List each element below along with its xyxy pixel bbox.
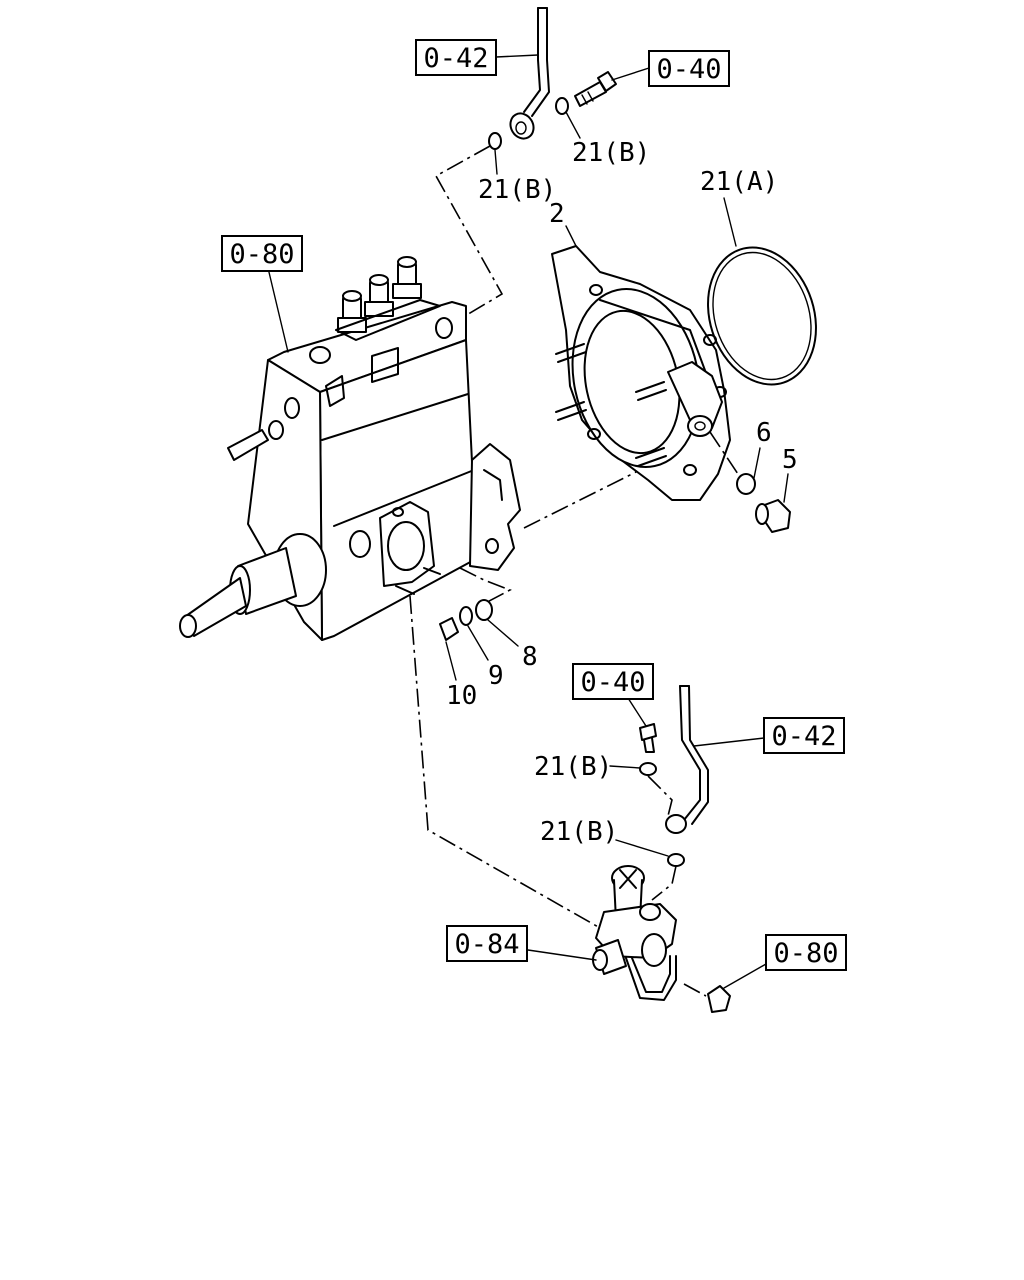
leader-21b-b bbox=[565, 111, 581, 139]
assembly-line-nut bbox=[683, 983, 707, 997]
feed-pump bbox=[592, 865, 677, 1001]
callout-21b-c: 21(B) bbox=[534, 752, 612, 782]
callout-10: 10 bbox=[446, 681, 477, 711]
leader-8 bbox=[487, 619, 519, 647]
ref-label-lower-pipe: 0-42 bbox=[771, 721, 836, 752]
injection-pump bbox=[179, 256, 521, 641]
callout-2: 2 bbox=[549, 199, 565, 229]
washer-6 bbox=[736, 473, 756, 495]
washer-21b-top-right bbox=[555, 97, 569, 115]
leader-21b-a bbox=[494, 149, 498, 175]
washer-21b-top-left bbox=[488, 132, 502, 150]
leader-21a bbox=[723, 197, 737, 247]
leader-10 bbox=[445, 641, 457, 681]
leader-feed-pump bbox=[527, 949, 597, 961]
ref-box-pump: 0-80 bbox=[221, 235, 303, 272]
o-ring-21a bbox=[707, 246, 817, 386]
ref-label-pump: 0-80 bbox=[229, 239, 294, 270]
ref-box-top-pipe: 0-42 bbox=[415, 39, 497, 76]
plug-bolt-5 bbox=[755, 499, 791, 533]
leader-lower-bolt bbox=[627, 697, 647, 727]
ref-box-lower-bolt: 0-40 bbox=[572, 663, 654, 700]
timer-adapter-plate bbox=[551, 245, 731, 501]
ref-label-nut: 0-80 bbox=[773, 938, 838, 969]
assembly-line-feed-pump bbox=[409, 595, 601, 929]
ref-box-feed-pump: 0-84 bbox=[446, 925, 528, 962]
ref-box-top-bolt: 0-40 bbox=[648, 50, 730, 87]
callout-9: 9 bbox=[488, 661, 504, 691]
assembly-line-lower-2 bbox=[651, 865, 677, 901]
callout-5: 5 bbox=[782, 445, 798, 475]
ref-label-top-pipe: 0-42 bbox=[423, 43, 488, 74]
leader-21b-d bbox=[615, 839, 669, 857]
washer-21b-lower-1 bbox=[639, 762, 657, 776]
callout-21b-d: 21(B) bbox=[540, 817, 618, 847]
callout-6: 6 bbox=[756, 418, 772, 448]
ref-label-top-bolt: 0-40 bbox=[656, 54, 721, 85]
leader-21b-c bbox=[609, 765, 641, 769]
washer-21b-lower-2 bbox=[667, 853, 685, 867]
assembly-line-studs bbox=[459, 567, 512, 609]
lower-oil-pipe bbox=[665, 685, 709, 834]
leader-lower-pipe bbox=[693, 737, 765, 747]
nut-lower bbox=[707, 985, 731, 1013]
callout-21b-a: 21(B) bbox=[478, 175, 556, 205]
leader-2 bbox=[565, 225, 577, 247]
washer-9 bbox=[459, 606, 473, 626]
ref-label-feed-pump: 0-84 bbox=[454, 929, 519, 960]
washer-8 bbox=[475, 599, 493, 621]
ref-box-lower-pipe: 0-42 bbox=[763, 717, 845, 754]
leader-6 bbox=[753, 447, 761, 479]
leader-5 bbox=[783, 473, 789, 503]
assembly-line-lower-1 bbox=[647, 775, 673, 817]
ref-box-nut: 0-80 bbox=[765, 934, 847, 971]
nut-10 bbox=[439, 617, 459, 641]
leader-9 bbox=[467, 625, 489, 661]
callout-21b-b: 21(B) bbox=[572, 138, 650, 168]
ref-label-lower-bolt: 0-40 bbox=[580, 667, 645, 698]
leader-pump bbox=[267, 267, 289, 353]
callout-21a: 21(A) bbox=[700, 167, 778, 197]
top-banjo-bolt bbox=[574, 71, 617, 107]
top-oil-pipe bbox=[509, 7, 550, 140]
leader-top-bolt bbox=[611, 67, 650, 81]
lower-banjo-bolt bbox=[639, 723, 657, 753]
leader-top-pipe bbox=[495, 54, 539, 58]
assembly-line-top bbox=[434, 145, 504, 327]
callout-8: 8 bbox=[522, 642, 538, 672]
assembly-line-6 bbox=[709, 431, 739, 475]
leader-nut bbox=[723, 963, 767, 989]
